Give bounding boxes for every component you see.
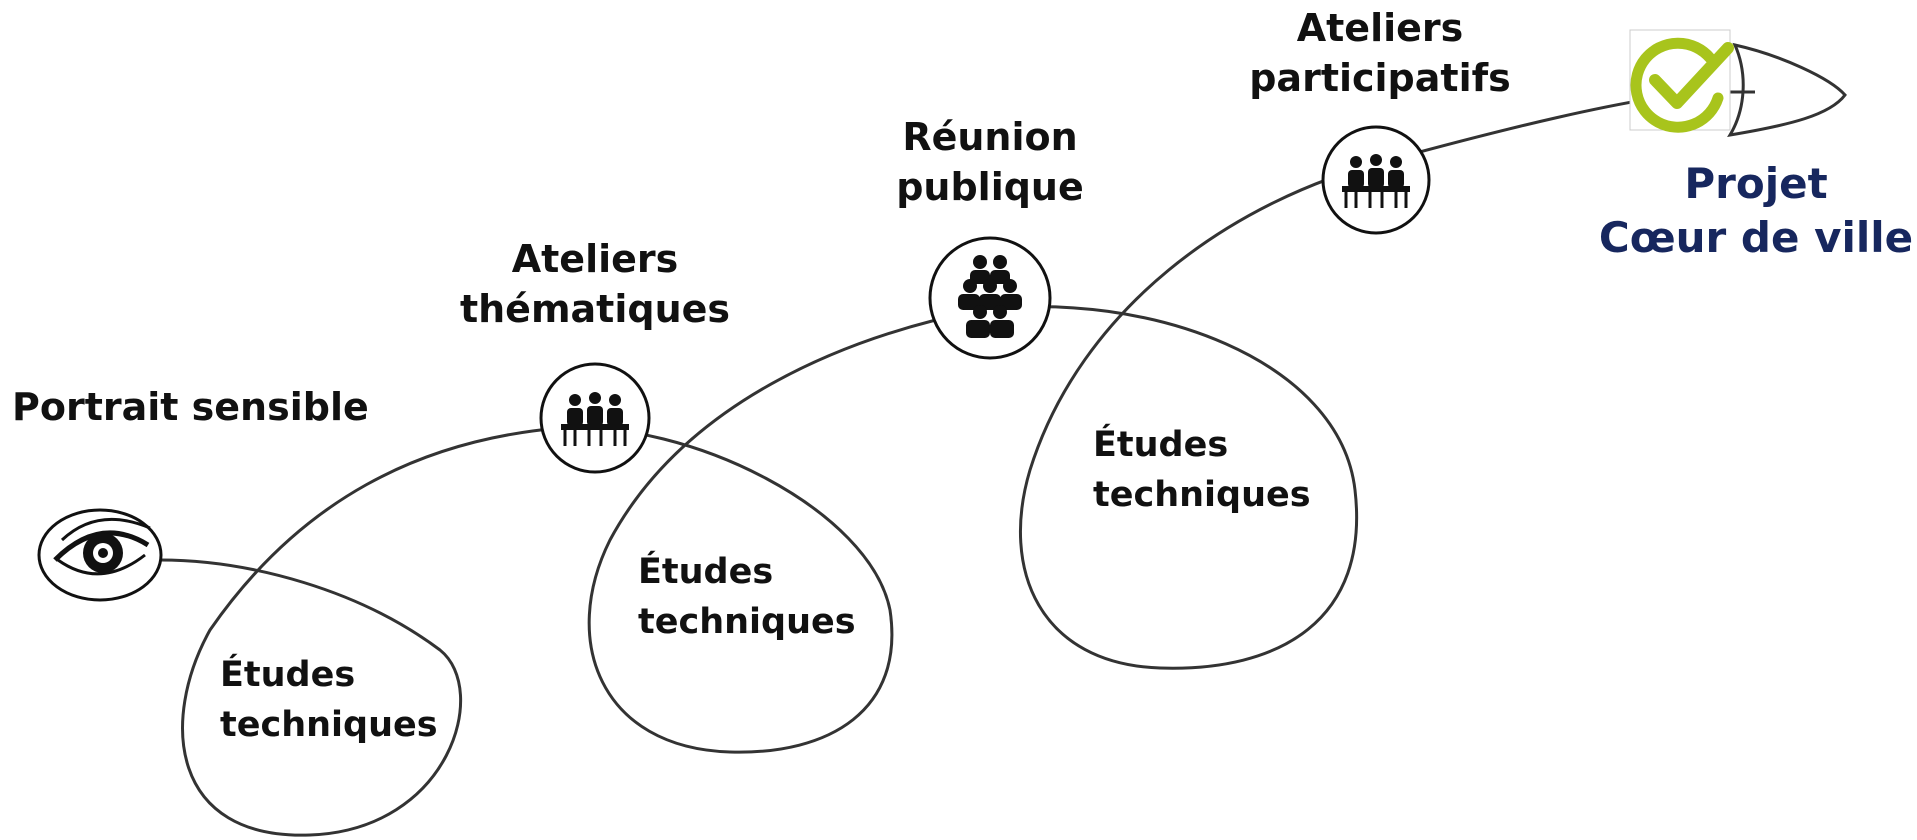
portrait-label: Portrait sensible xyxy=(12,382,369,432)
study-line: techniques xyxy=(1093,475,1311,515)
study-label-1: Études techniques xyxy=(220,650,438,750)
ateliers-participatifs-label: Ateliers participatifs xyxy=(1240,3,1520,103)
label-line: participatifs xyxy=(1249,56,1511,100)
crowd-icon xyxy=(928,236,1052,360)
final-line: Cœur de ville xyxy=(1598,213,1914,262)
journey-path xyxy=(158,90,1702,837)
label-line: Ateliers xyxy=(1296,6,1464,50)
label-line: Ateliers xyxy=(511,237,679,281)
label-line: Réunion xyxy=(902,115,1078,159)
study-line: Études xyxy=(220,655,356,695)
arrow-head xyxy=(1727,42,1847,138)
final-project-label: Projet Cœur de ville xyxy=(1598,157,1914,265)
study-line: Études xyxy=(1093,425,1229,465)
portrait-label-line: Portrait sensible xyxy=(12,385,369,429)
reunion-publique-label: Réunion publique xyxy=(880,112,1100,212)
ateliers-thematiques-label: Ateliers thématiques xyxy=(453,234,737,334)
meeting-table-icon xyxy=(539,362,651,474)
study-line: techniques xyxy=(638,602,856,642)
study-line: Études xyxy=(638,552,774,592)
checkmark-icon xyxy=(1629,29,1734,133)
eye-icon xyxy=(37,508,163,602)
final-line: Projet xyxy=(1684,159,1828,208)
label-line: thématiques xyxy=(459,287,731,331)
meeting-table-icon xyxy=(1321,125,1431,235)
label-line: publique xyxy=(896,165,1084,209)
study-label-2: Études techniques xyxy=(638,547,856,647)
study-line: techniques xyxy=(220,705,438,745)
study-label-3: Études techniques xyxy=(1093,420,1311,520)
